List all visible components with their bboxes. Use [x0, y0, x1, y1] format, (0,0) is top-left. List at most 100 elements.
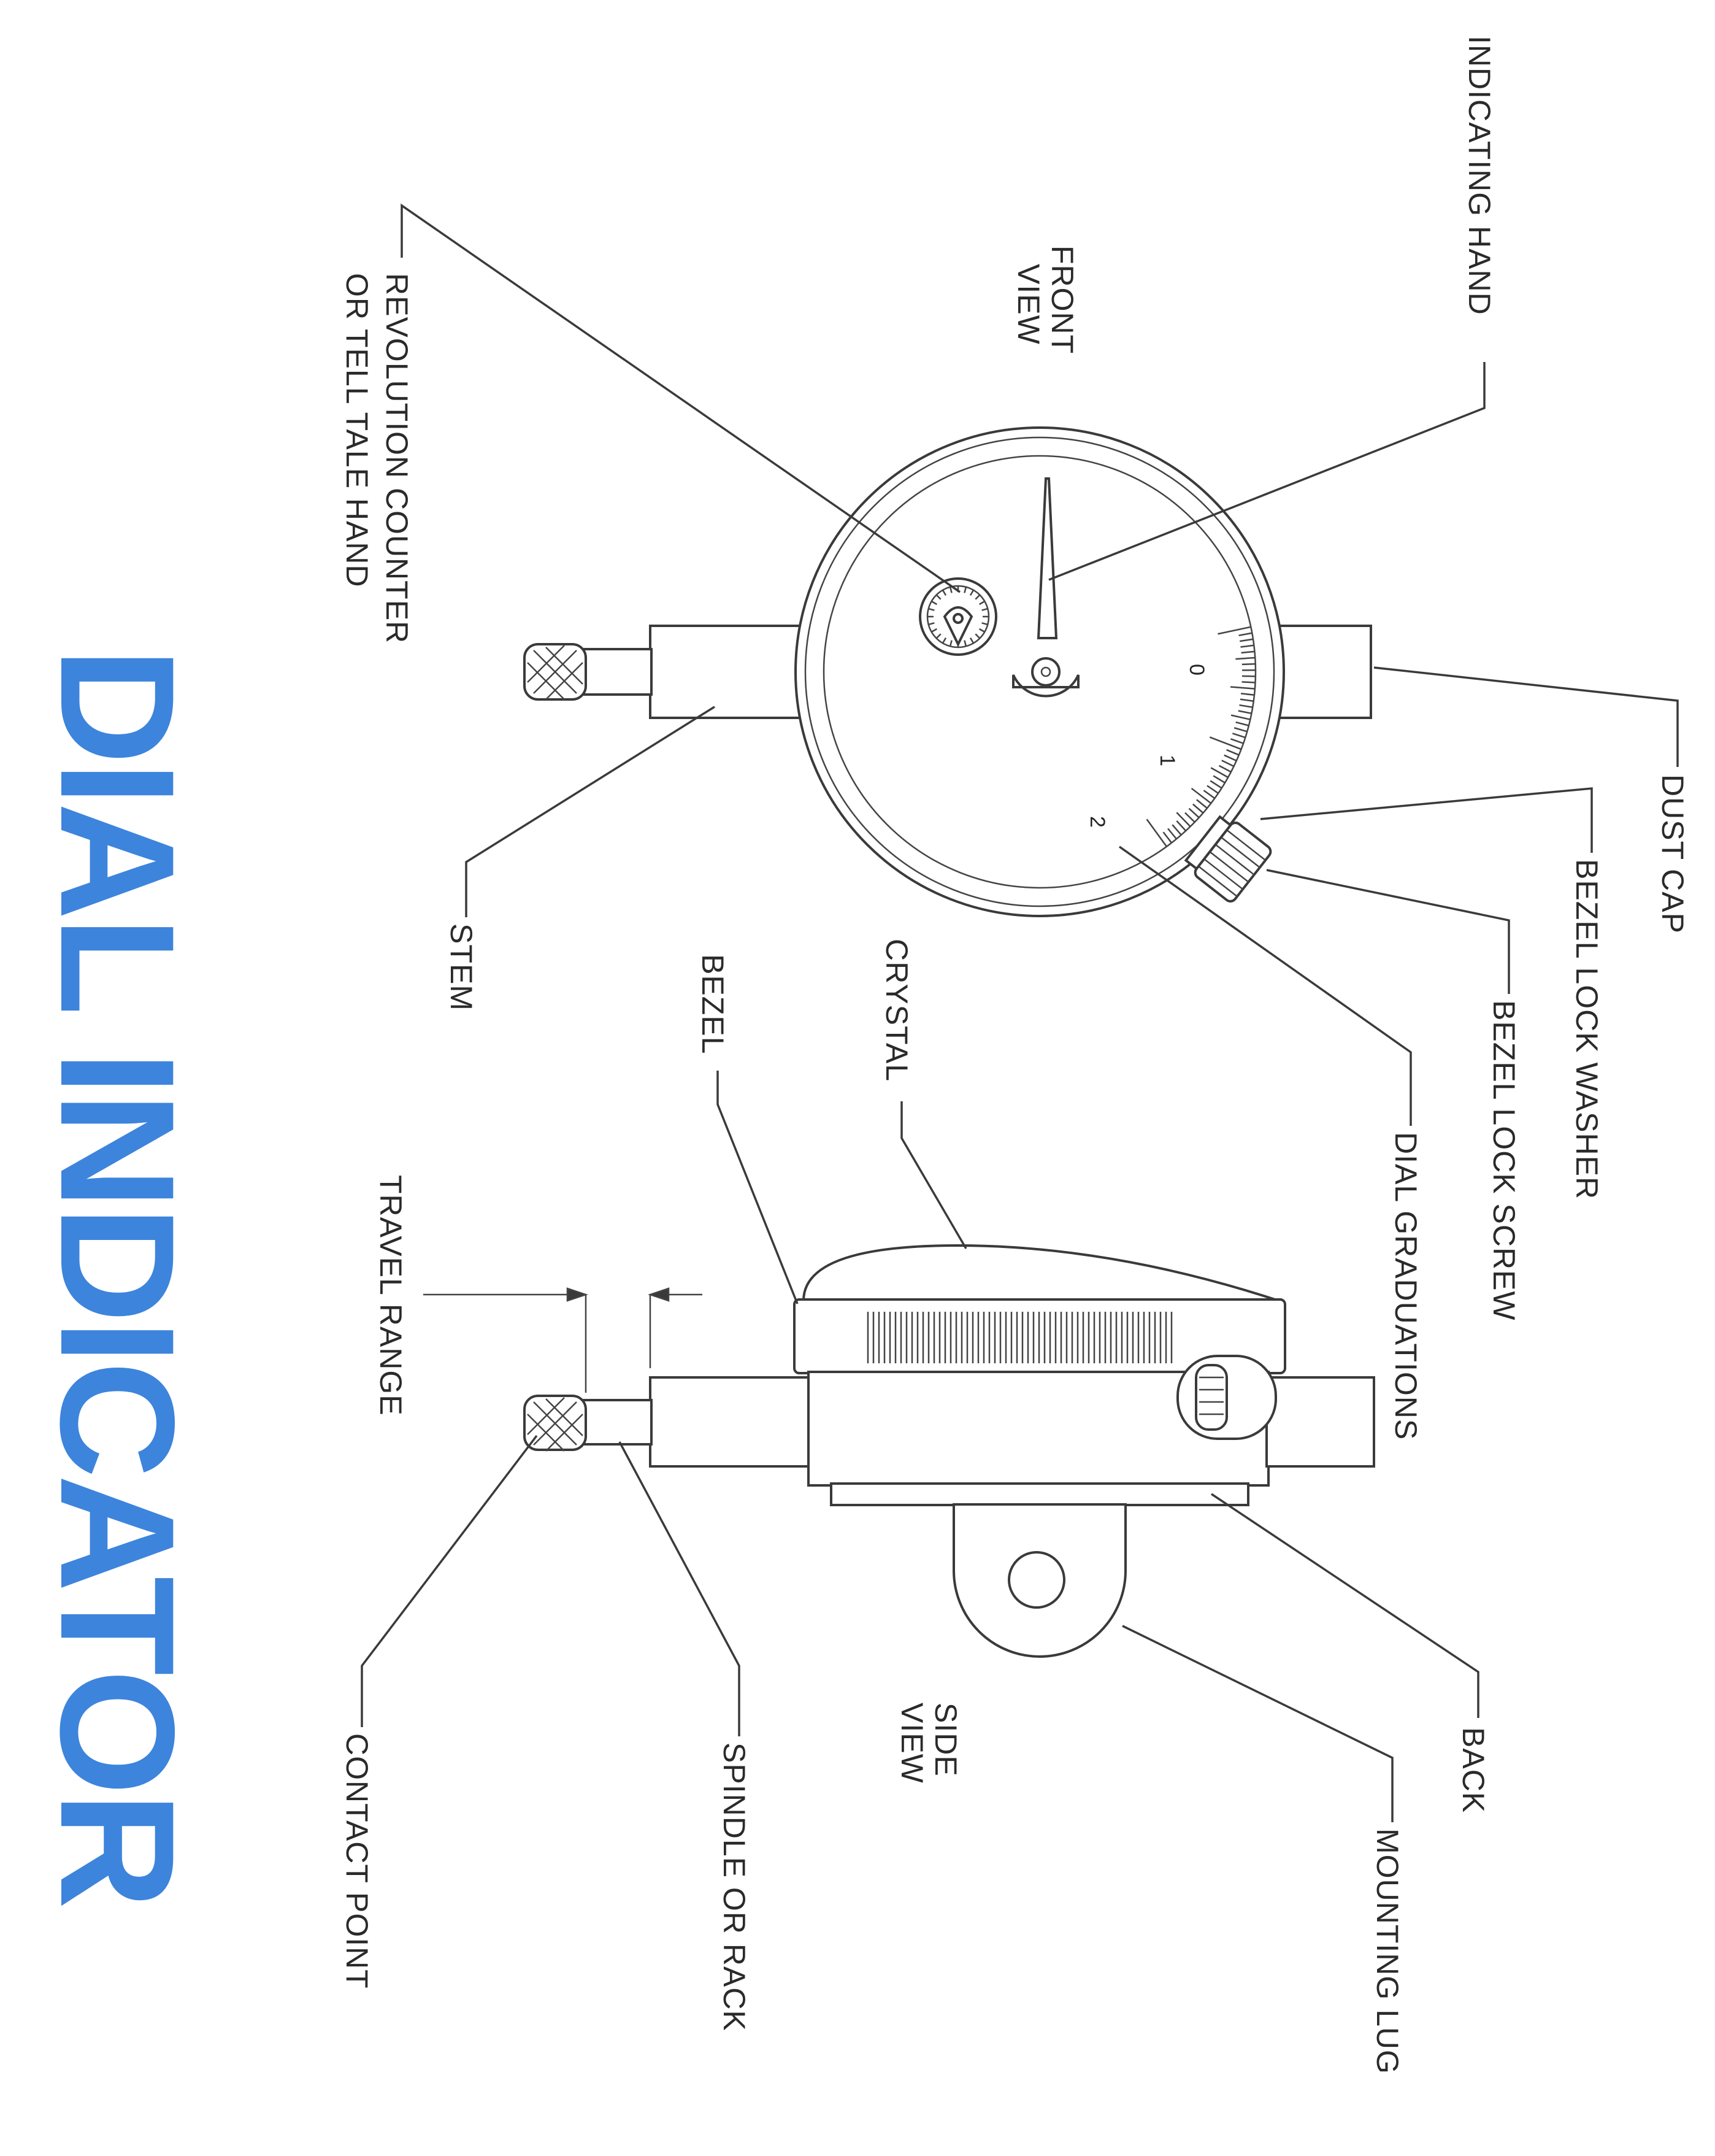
counter-tick — [931, 600, 937, 606]
counter-tick — [935, 594, 942, 600]
label-dust-cap: DUST CAP — [1656, 774, 1690, 934]
counter-tick — [942, 590, 947, 596]
graduation-tick — [1191, 787, 1212, 804]
graduation-tick — [1239, 704, 1253, 709]
graduation-tick — [1213, 775, 1226, 783]
counter-tick — [964, 587, 967, 593]
side-view — [423, 1244, 1375, 1658]
graduation-tick — [1230, 686, 1256, 690]
label-revolution-counter-1: REVOLUTION COUNTER — [380, 273, 414, 644]
counter-tick — [979, 600, 985, 606]
label-bezel-lock-screw: BEZEL LOCK SCREW — [1487, 1000, 1521, 1321]
label-front-view-2: VIEW — [1011, 264, 1046, 345]
graduation-tick — [1230, 714, 1251, 720]
label-revolution-counter-2: OR TELL TALE HAND — [340, 273, 374, 588]
counter-tick — [928, 607, 935, 611]
graduation-tick — [1203, 790, 1216, 799]
label-side-view-2: VIEW — [895, 1703, 929, 1784]
graduation-tick — [1230, 738, 1244, 744]
dial-number-1: 1 — [1156, 755, 1179, 766]
counter-tick — [975, 633, 981, 639]
side-stem — [649, 1376, 810, 1468]
dial-number-2: 2 — [1086, 816, 1109, 828]
side-back — [830, 1482, 1249, 1506]
graduation-tick — [1240, 644, 1254, 648]
label-dial-graduations: DIAL GRADUATIONS — [1389, 1132, 1423, 1440]
bezel-lock-screw — [1184, 815, 1272, 903]
graduation-tick — [1210, 780, 1222, 789]
counter-tick — [964, 640, 967, 647]
graduation-tick — [1218, 626, 1251, 635]
graduation-tick — [1232, 733, 1246, 739]
graduation-tick — [1162, 831, 1173, 844]
graduation-tick — [1210, 767, 1229, 779]
graduation-tick — [1238, 632, 1253, 636]
diagram-title: DIAL INDICATOR — [26, 647, 208, 1906]
counter-tick — [981, 607, 988, 611]
counter-tick — [935, 633, 942, 639]
graduation-tick — [1176, 820, 1187, 831]
graduation-tick — [1240, 638, 1254, 642]
graduation-tick — [1235, 721, 1249, 726]
front-spindle — [581, 648, 653, 696]
label-spindle-or-rack: SPINDLE OR RACK — [717, 1742, 751, 2031]
counter-tick — [942, 637, 947, 644]
label-crystal: CRYSTAL — [880, 939, 914, 1082]
counter-tick — [969, 637, 975, 644]
graduation-tick — [1209, 736, 1242, 750]
counter-tick — [928, 622, 935, 626]
label-mounting-lug: MOUNTING LUG — [1370, 1828, 1405, 2074]
dial-graduations — [1146, 626, 1256, 847]
graduation-tick — [1240, 698, 1254, 703]
crystal — [802, 1244, 1280, 1302]
graduation-tick — [1224, 754, 1237, 761]
bezel-inner-ring — [804, 436, 1275, 907]
leader-lines — [361, 203, 1679, 1822]
label-bezel-lock-washer: BEZEL LOCK WASHER — [1570, 859, 1604, 1199]
counter-tick — [981, 622, 988, 626]
side-dust-cap — [1265, 1376, 1375, 1468]
graduation-tick — [1233, 727, 1248, 733]
counter-tick — [931, 628, 937, 633]
graduation-tick — [1146, 818, 1167, 847]
label-side-view-1: SIDE — [929, 1703, 963, 1777]
graduation-tick — [1240, 693, 1255, 696]
graduation-tick — [1184, 812, 1195, 823]
graduation-tick — [1241, 650, 1255, 654]
label-contact-point: CONTACT POINT — [340, 1733, 374, 1989]
side-spindle — [581, 1399, 653, 1446]
travel-range-dimension — [423, 1287, 702, 1393]
stem — [649, 625, 802, 719]
counter-tick — [979, 628, 985, 633]
counter-tick — [949, 587, 953, 593]
counter-tick — [949, 640, 953, 647]
revolution-counter — [919, 577, 997, 656]
label-bezel: BEZEL — [696, 954, 730, 1054]
label-front-view-1: FRONT — [1045, 245, 1080, 354]
mounting-lug-hole — [1008, 1551, 1065, 1609]
label-back: BACK — [1456, 1727, 1491, 1813]
graduation-tick — [1221, 760, 1235, 768]
graduation-tick — [1207, 785, 1219, 794]
dial-face — [823, 455, 1257, 889]
label-indicating-hand: INDICATING HAND — [1462, 36, 1497, 315]
graduation-tick — [1235, 656, 1256, 660]
front-view: 0 1 2 — [523, 426, 1372, 917]
graduation-tick — [1226, 749, 1240, 756]
graduation-tick — [1176, 812, 1191, 828]
graduation-tick — [1188, 807, 1200, 818]
counter-tick — [969, 590, 975, 596]
indicating-hand — [1012, 477, 1080, 698]
label-travel-range: TRAVEL RANGE — [374, 1175, 408, 1416]
graduation-tick — [1218, 764, 1232, 773]
side-bezel-lock-knob — [1176, 1355, 1277, 1440]
graduation-tick — [1196, 799, 1208, 809]
graduation-tick — [1238, 710, 1252, 714]
counter-tick — [975, 594, 981, 600]
dial-number-0: 0 — [1185, 664, 1208, 676]
graduation-tick — [1172, 824, 1182, 836]
graduation-tick — [1167, 828, 1177, 840]
graduation-tick — [1192, 803, 1204, 814]
label-stem: STEM — [444, 923, 478, 1011]
